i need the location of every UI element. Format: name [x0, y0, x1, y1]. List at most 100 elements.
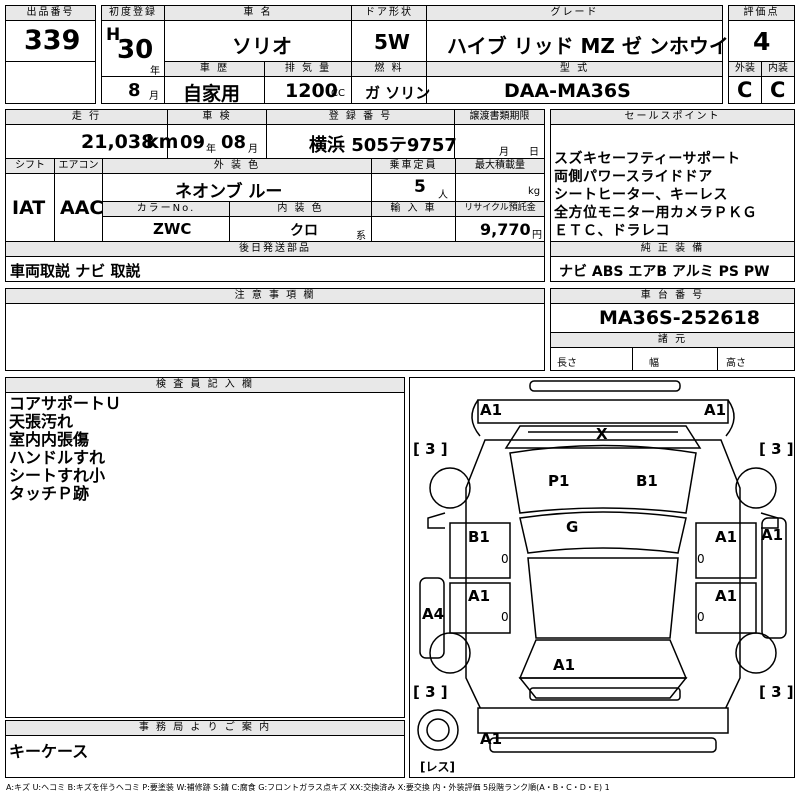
- max-load-label: 最大積載量: [455, 158, 545, 174]
- mark-front-door-right: A1: [715, 528, 738, 546]
- mileage: 21,038: [81, 131, 155, 153]
- history-cell: 自家用: [164, 76, 265, 105]
- sales-point-line: ＥＴＣ、ドラレコ: [554, 223, 670, 239]
- mileage-label: 走 行: [5, 109, 168, 125]
- height-label: 高さ: [726, 358, 746, 369]
- mark-hood-right: B1: [636, 472, 658, 490]
- registration-month: 8: [128, 80, 141, 101]
- grade-label: グレード: [426, 5, 723, 21]
- mark-trunk: A1: [553, 656, 576, 674]
- era-letter: H: [106, 25, 121, 45]
- mark-rear-door-right: A1: [715, 587, 738, 605]
- displacement-label: 排 気 量: [264, 61, 352, 77]
- tyre-rear-left: [ 3 ]: [413, 683, 448, 701]
- mileage-unit: km: [146, 131, 179, 153]
- interior-color-cell: クロ 系: [229, 216, 372, 242]
- max-load-unit: kg: [528, 186, 541, 197]
- legend: A:キズ U:ヘコミ B:キズを伴うヘコミ P:要塗装 W:補修跡 S:錆 C:…: [6, 783, 610, 792]
- score-label: 評価点: [728, 5, 795, 21]
- month-cell: 8 月: [101, 76, 165, 104]
- lot-blank-cell: [5, 61, 96, 104]
- color-number-label: カラーNo.: [102, 201, 230, 217]
- door-type-label: ドア形状: [351, 5, 427, 21]
- caution-box: [5, 303, 545, 371]
- capacity: 5: [414, 177, 426, 197]
- transfer-month-unit: 月: [499, 147, 509, 158]
- mark-windshield: X: [596, 425, 608, 443]
- transfer-deadline-cell: 月 日: [454, 124, 545, 159]
- recycle-unit: 円: [532, 230, 542, 241]
- model-code: DAA-MA36S: [504, 80, 631, 102]
- later-parts: 車両取説 ナビ 取説: [10, 262, 141, 280]
- lot-number: 339: [24, 25, 81, 56]
- sales-point-line: 両側パワースライドドア: [554, 169, 713, 185]
- later-parts-label: 後日発送部品: [5, 241, 545, 257]
- exterior-cell: C: [728, 76, 762, 104]
- exterior-label: 外装: [728, 61, 762, 77]
- plate-cell: 横浜 505テ9757: [266, 124, 457, 159]
- exterior-color-label: 外 装 色: [102, 158, 372, 174]
- height-cell: 高さ: [717, 347, 795, 371]
- inspector-note: シートすれ小: [9, 466, 106, 485]
- score: 4: [753, 27, 771, 56]
- month-unit: 月: [149, 91, 159, 102]
- interior-label: 内装: [761, 61, 795, 77]
- shift: IAT: [12, 197, 46, 219]
- import-label: 輸 入 車: [371, 201, 456, 217]
- chassis-label: 車 台 番 号: [550, 288, 795, 304]
- aircon-cell: AAC: [54, 173, 103, 242]
- chassis-number: MA36S-252618: [599, 307, 760, 329]
- fuel-label: 燃 料: [351, 61, 427, 77]
- shift-label: シフト: [5, 158, 55, 174]
- car-name: ソリオ: [232, 34, 292, 58]
- interior-color-unit: 系: [356, 231, 366, 242]
- mark-roof: G: [566, 518, 579, 536]
- equipment-cell: ナビ ABS エアB アルミ PS PW: [550, 256, 795, 282]
- sales-point-line: シートヒーター、キーレス: [554, 187, 728, 203]
- year-unit: 年: [150, 66, 160, 77]
- interior-color: クロ: [290, 223, 318, 239]
- lot-number-cell: 339: [5, 20, 96, 62]
- chassis-cell: MA36S-252618: [550, 303, 795, 333]
- grade-cell: ハイブ リッド MZ ゼ ンホウイ: [426, 20, 729, 62]
- mark-rear-door-left: A1: [468, 587, 491, 605]
- later-parts-cell: 車両取説 ナビ 取説: [5, 256, 545, 282]
- tyre-rear-right: [ 3 ]: [759, 683, 794, 701]
- zero-mark: 0: [501, 552, 509, 566]
- inspection-cell: 09 年 08 月: [167, 124, 267, 159]
- mark-front-left: A1: [480, 401, 503, 419]
- inspector-note: タッチＰ跡: [9, 484, 90, 503]
- sales-points-label: セールスポイント: [550, 109, 795, 125]
- inspection-month-unit: 月: [248, 144, 258, 155]
- office-label: 事 務 局 よ り ご 案 内: [5, 720, 405, 736]
- capacity-unit: 人: [438, 190, 448, 201]
- mark-front-right: A1: [704, 401, 727, 419]
- color-number-cell: ZWC: [102, 216, 230, 242]
- model-cell: DAA-MA36S: [426, 76, 723, 104]
- length-label: 長さ: [557, 358, 577, 369]
- width-label: 幅: [649, 358, 659, 369]
- interior-color-label: 内 装 色: [229, 201, 372, 217]
- caution-label: 注 意 事 項 欄: [5, 288, 545, 304]
- recycle-label: リサイクル預託金: [455, 201, 545, 217]
- exterior-color: ネオンブ ルー: [175, 182, 283, 202]
- inspector-note: コアサポートＵ: [9, 394, 122, 413]
- mark-left-outer: A4: [422, 605, 445, 623]
- mark-front-door-left: B1: [468, 528, 490, 546]
- width-cell: 幅: [632, 347, 718, 371]
- door-type-cell: 5W: [351, 20, 427, 62]
- inspector-label: 検 査 員 記 入 欄: [5, 377, 405, 393]
- office-box: キーケース: [5, 735, 405, 778]
- sales-point-line: スズキセーフティーサポート: [554, 151, 741, 167]
- lot-number-label: 出品番号: [5, 5, 96, 21]
- transfer-deadline-label: 譲渡書類期限: [454, 109, 545, 125]
- history: 自家用: [183, 83, 241, 105]
- interior-cell: C: [761, 76, 795, 104]
- aircon: AAC: [60, 197, 104, 219]
- mark-hood-left: P1: [548, 472, 570, 490]
- zero-mark: 0: [501, 610, 509, 624]
- history-label: 車 歴: [164, 61, 265, 77]
- mileage-cell: 21,038 km: [5, 124, 178, 159]
- displacement-unit: CC: [331, 88, 345, 99]
- inspection-month: 08: [221, 132, 247, 153]
